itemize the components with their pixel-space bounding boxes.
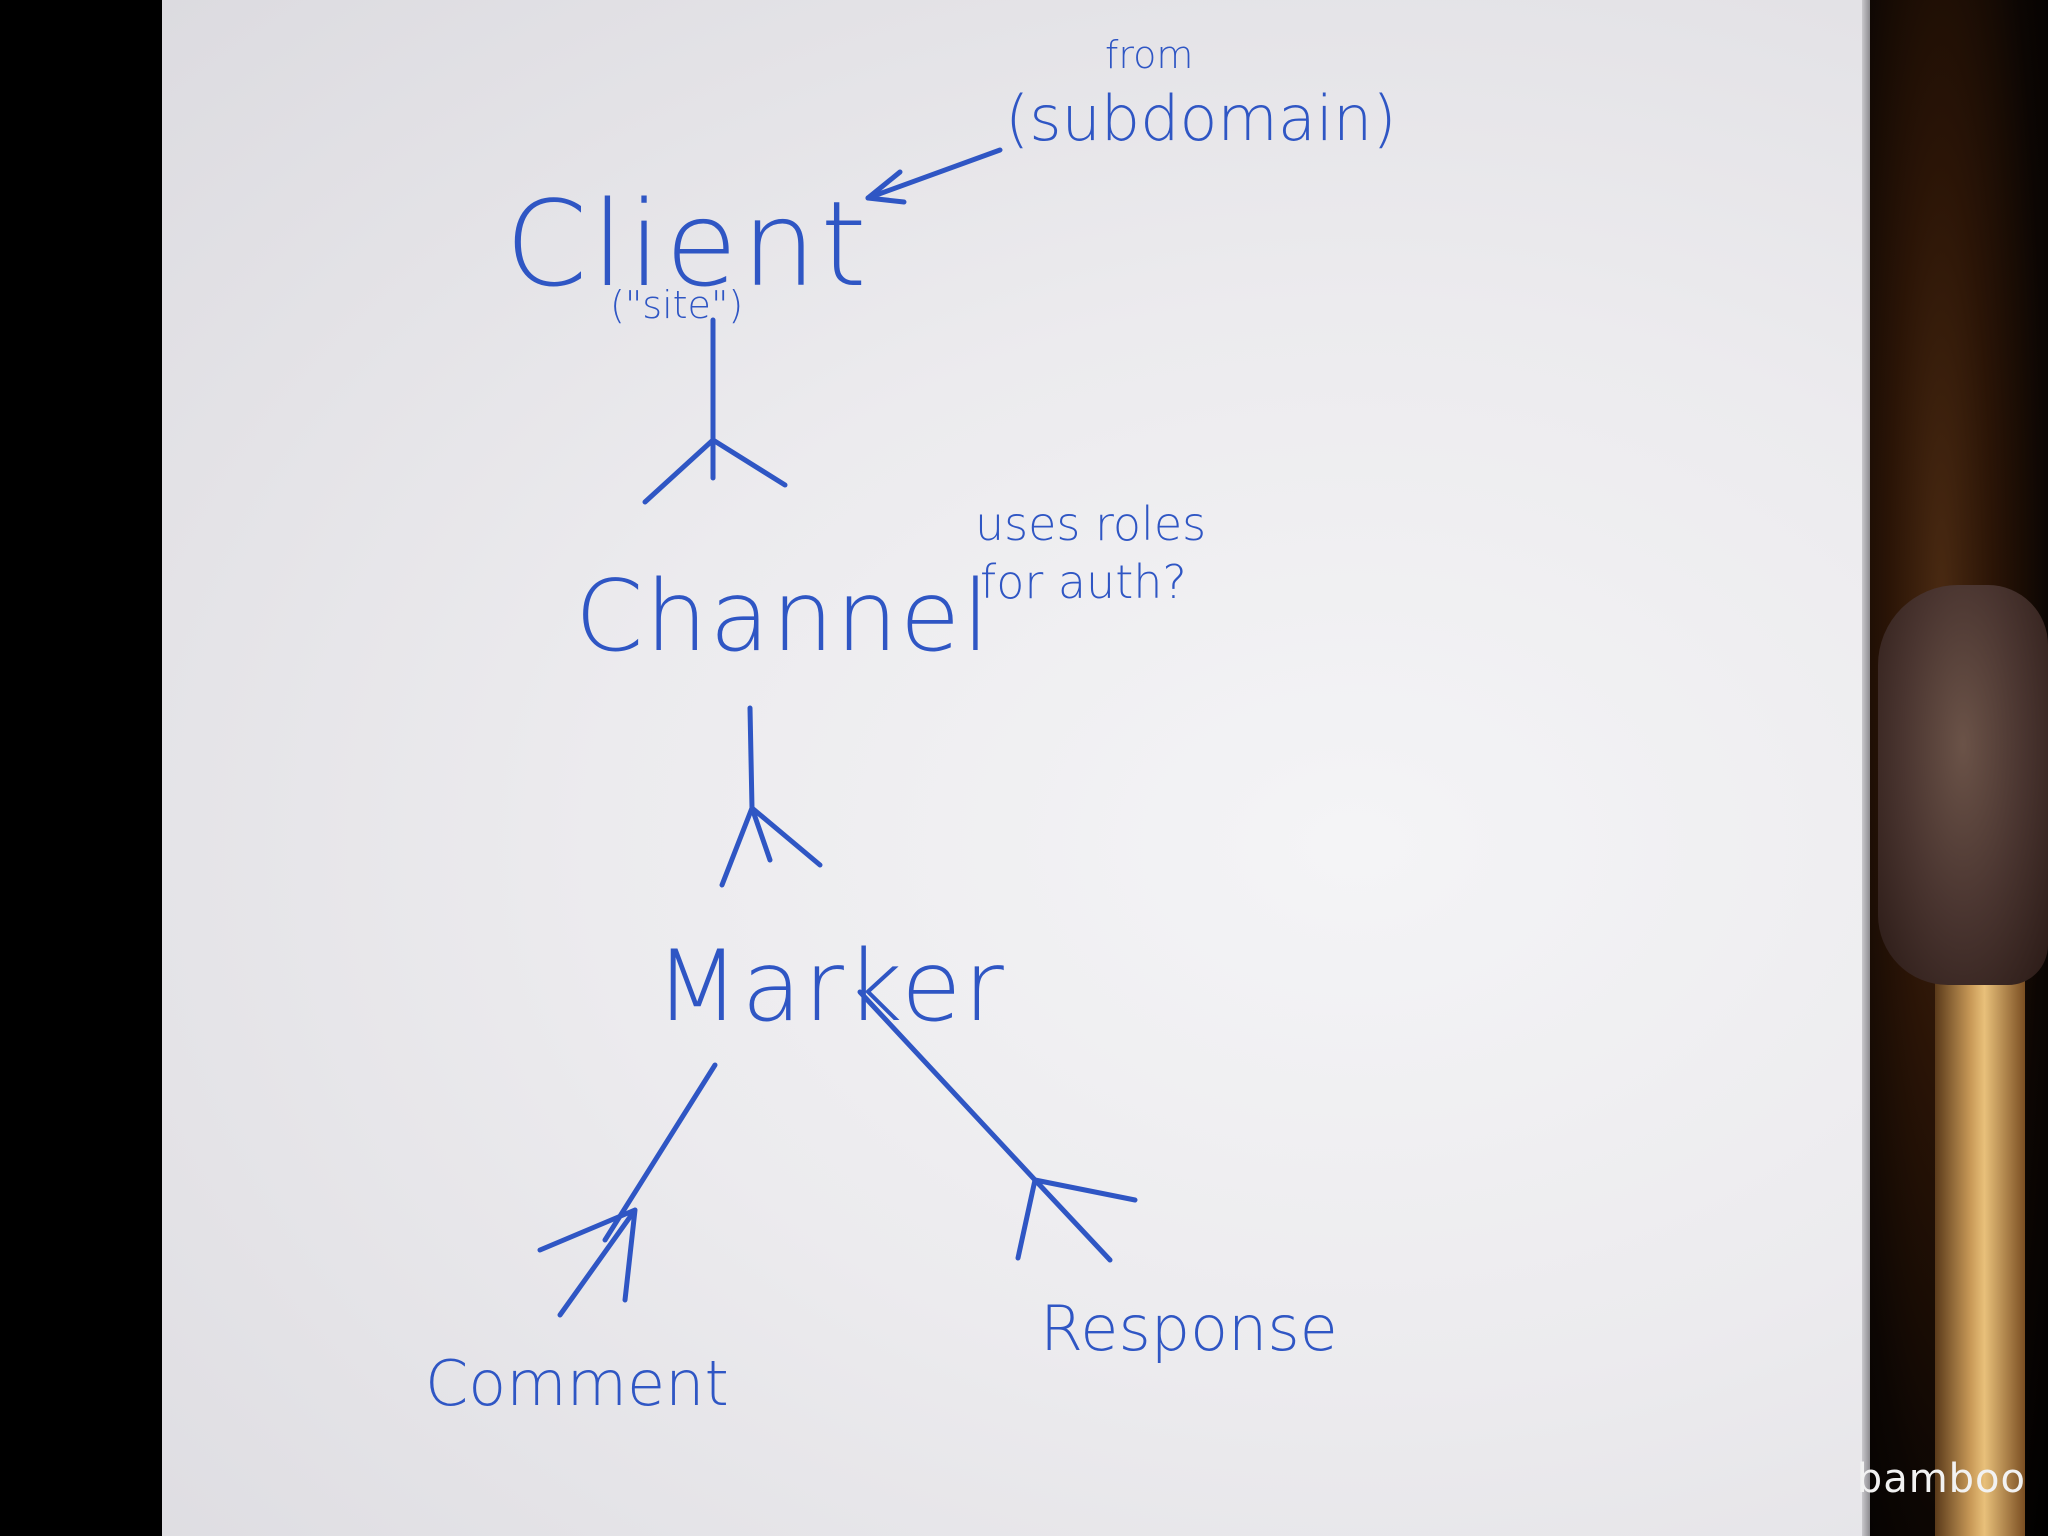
whiteboard [162, 0, 1867, 1536]
node-client-alias: ("site") [610, 283, 743, 327]
node-marker: Marker [655, 930, 1006, 1044]
arrowhead [865, 169, 907, 205]
rel-channel-marker-line [747, 705, 755, 811]
crows-foot-channel [642, 437, 788, 505]
node-client: Client [505, 175, 871, 313]
whiteboard-edge [1862, 0, 1870, 1536]
node-response: Response [1040, 1292, 1338, 1365]
annotation-roles-line1: uses roles [975, 497, 1206, 551]
arrow-line [865, 147, 1003, 201]
node-channel: Channel [575, 560, 991, 674]
crows-foot-response [1015, 1177, 1138, 1263]
match-head-image [1878, 585, 2048, 985]
crows-foot-marker [719, 805, 823, 888]
watermark-label: bamboo [1856, 1456, 2026, 1502]
rel-marker-comment-line [602, 1062, 718, 1243]
annotation-from: from [1105, 33, 1193, 77]
annotation-subdomain: (subdomain) [1005, 82, 1397, 155]
rel-marker-response-line [857, 989, 1038, 1183]
crows-foot-comment [537, 1207, 638, 1318]
annotation-roles-line2: for auth? [980, 555, 1187, 609]
node-comment: Comment [425, 1347, 729, 1420]
